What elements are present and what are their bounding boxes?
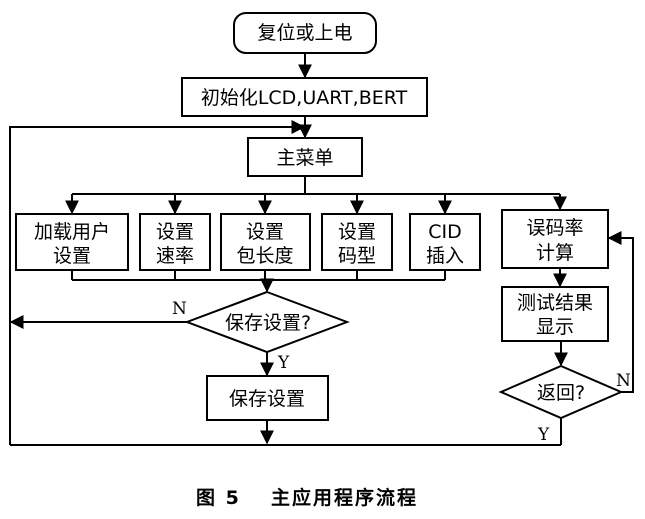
node-save-settings-decision: 保存设置? xyxy=(184,290,350,354)
label-return-yes: Y xyxy=(537,425,550,445)
node-cid-insert-line1: CID xyxy=(428,221,462,243)
node-load-user-settings: 加载用户 设置 xyxy=(15,213,129,271)
node-load-user-settings-line1: 加载用户 xyxy=(34,221,110,243)
node-main-menu: 主菜单 xyxy=(247,137,363,177)
node-set-packet-length-line1: 设置 xyxy=(246,221,284,243)
node-set-rate: 设置 速率 xyxy=(139,213,211,271)
label-return-no: N xyxy=(616,371,631,391)
node-set-rate-line2: 速率 xyxy=(156,245,194,267)
node-reset: 复位或上电 xyxy=(233,12,377,54)
node-set-packet-length: 设置 包长度 xyxy=(220,213,311,271)
label-save-yes: Y xyxy=(277,353,290,373)
node-load-user-settings-line2: 设置 xyxy=(53,245,91,267)
node-init: 初始化LCD,UART,BERT xyxy=(181,77,428,117)
node-cid-insert-line2: 插入 xyxy=(426,245,464,267)
node-return-decision: 返回? xyxy=(498,364,624,420)
node-set-code-type-line1: 设置 xyxy=(338,221,376,243)
node-show-results-line1: 测试结果 xyxy=(517,292,593,314)
node-show-results: 测试结果 显示 xyxy=(501,286,609,342)
node-save-settings: 保存设置 xyxy=(206,375,329,421)
node-show-results-line2: 显示 xyxy=(536,316,574,338)
node-set-rate-line1: 设置 xyxy=(156,221,194,243)
figure-number: 图 5 xyxy=(196,487,241,509)
node-ber-calc: 误码率 计算 xyxy=(501,209,609,269)
figure-caption: 图 5 主应用程序流程 xyxy=(196,486,418,509)
label-save-no: N xyxy=(172,299,187,319)
node-save-settings-decision-label: 保存设置? xyxy=(225,312,311,334)
node-ber-calc-line2: 计算 xyxy=(536,242,574,264)
node-save-settings-label: 保存设置 xyxy=(229,388,305,410)
node-main-menu-label: 主菜单 xyxy=(276,147,333,169)
node-cid-insert: CID 插入 xyxy=(409,213,481,271)
node-init-label: 初始化LCD,UART,BERT xyxy=(201,87,408,109)
edge-return-no xyxy=(607,231,634,393)
connectors xyxy=(9,53,634,446)
node-set-code-type: 设置 码型 xyxy=(321,213,393,271)
edge-loop-back-menu xyxy=(9,120,306,445)
figure-title: 主应用程序流程 xyxy=(271,486,418,509)
node-set-packet-length-line2: 包长度 xyxy=(236,245,293,267)
node-return-decision-label: 返回? xyxy=(537,382,585,404)
node-set-code-type-line2: 码型 xyxy=(338,245,376,267)
node-reset-label: 复位或上电 xyxy=(257,22,352,44)
node-ber-calc-line1: 误码率 xyxy=(526,217,583,239)
